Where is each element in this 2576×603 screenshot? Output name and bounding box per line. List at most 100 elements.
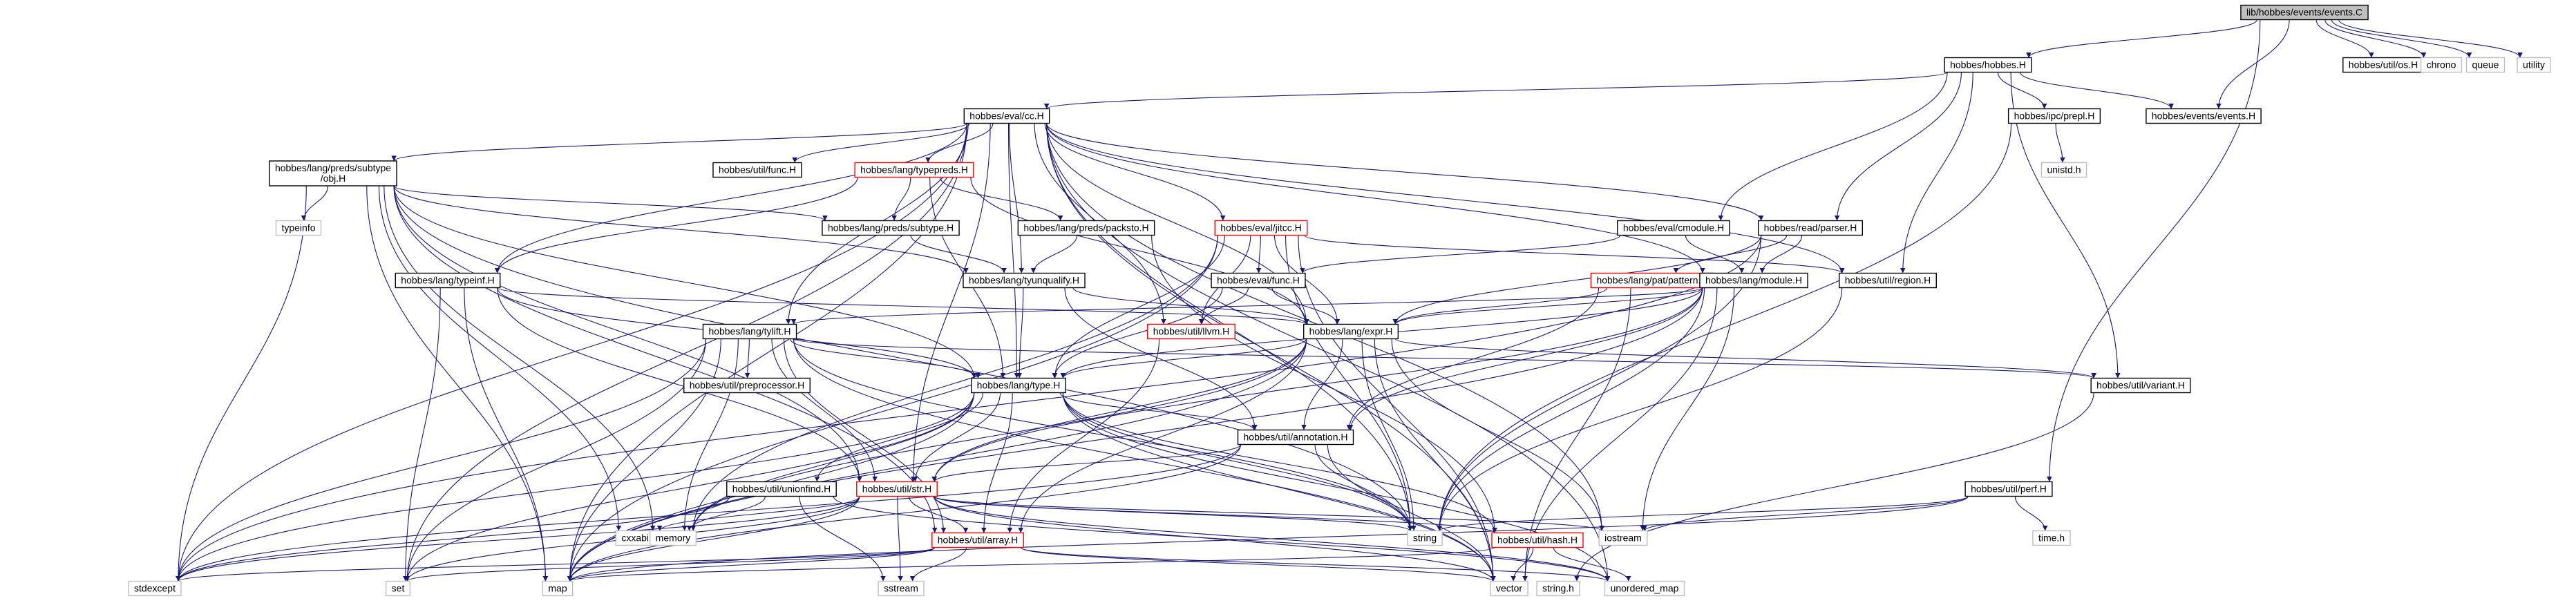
dependency-edge [1298, 235, 1496, 582]
graph-node[interactable]: hobbes/util/os.H [2342, 57, 2424, 73]
dependency-edge [1510, 547, 1534, 582]
graph-node[interactable]: hobbes/eval/cc.H [963, 108, 1050, 124]
dependency-edge [2338, 19, 2523, 58]
graph-node: memory [650, 530, 697, 546]
dependency-edge [2020, 72, 2174, 109]
dependency-edge [814, 392, 984, 482]
dependency-edge [891, 177, 911, 221]
dependency-edge [497, 287, 1309, 325]
graph-node[interactable]: hobbes/lang/module.H [1699, 272, 1808, 289]
graph-node: unordered_map [1604, 580, 1685, 597]
graph-node[interactable]: hobbes/lang/typepreds.H [854, 162, 974, 178]
graph-node[interactable]: hobbes/util/array.H [931, 532, 1024, 548]
dependency-edge [567, 338, 1307, 582]
node-box [269, 160, 397, 186]
dependency-edge [567, 287, 1703, 582]
dependency-edge [1256, 235, 1262, 274]
dependency-edge [1062, 392, 1413, 531]
graph-node[interactable]: hobbes/lang/preds/packsto.H [1017, 220, 1155, 236]
graph-node[interactable]: hobbes/util/str.H [856, 481, 938, 497]
dependency-edge [567, 547, 936, 582]
node-box [2420, 57, 2463, 73]
dependency-edge [792, 123, 970, 163]
dependency-edge [1059, 392, 1257, 430]
node-box [650, 530, 697, 546]
dependency-edge [2216, 19, 2290, 109]
node-label: hobbes/lang/module.H [1705, 275, 1802, 286]
graph-node[interactable]: hobbes/util/perf.H [1964, 481, 2053, 497]
dependency-edge [1046, 123, 1764, 221]
dependency-edge [981, 392, 1013, 533]
node-label: stdexcept [134, 583, 176, 594]
node-box [970, 377, 1067, 394]
graph-node[interactable]: hobbes/events/events.H [2146, 108, 2262, 124]
node-label: hobbes/hobbes.H [1950, 59, 2026, 70]
dependency-edge [1030, 235, 1078, 274]
node-box [712, 162, 802, 178]
graph-node[interactable]: hobbes/util/llvm.H [1147, 323, 1235, 340]
node-box [275, 220, 322, 236]
dependency-edge [793, 338, 1496, 582]
dependency-edge [1008, 123, 1020, 379]
dependency-edge [404, 547, 936, 582]
graph-node[interactable]: lib/hobbes/events/events.C [2240, 4, 2369, 21]
dependency-edge [1020, 547, 1611, 582]
dependency-edge [1052, 287, 1223, 379]
graph-node[interactable]: hobbes/util/region.H [1839, 272, 1937, 289]
graph-node[interactable]: hobbes/util/variant.H [2090, 377, 2191, 394]
dependency-edge [931, 287, 1703, 482]
graph-node[interactable]: hobbes/util/hash.H [1491, 532, 1584, 548]
dependency-edge [931, 444, 1242, 482]
graph-node[interactable]: hobbes/ipc/prepl.H [2007, 108, 2101, 124]
graph-node[interactable]: hobbes/lang/preds/subtype/obj.H [269, 160, 397, 186]
graph-node[interactable]: hobbes/util/unionfind.H [726, 481, 837, 497]
dependency-edge [494, 177, 858, 274]
dependency-edge [911, 123, 991, 482]
graph-node[interactable]: hobbes/eval/jitcc.H [1214, 220, 1308, 236]
graph-node: map [542, 580, 574, 597]
graph-node[interactable]: hobbes/lang/type.H [970, 377, 1067, 394]
graph-node: string.h [1536, 580, 1580, 597]
dependency-edge [567, 547, 1495, 582]
graph-node[interactable]: hobbes/read/parser.H [1757, 220, 1864, 236]
graph-node[interactable]: hobbes/eval/func.H [1211, 272, 1306, 289]
dependency-edge [2010, 72, 2121, 379]
node-label: hobbes/util/annotation.H [1244, 432, 1348, 443]
dependency-edge [1062, 392, 1496, 582]
dependency-edge [567, 496, 1969, 582]
graph-node[interactable]: hobbes/lang/typeinf.H [395, 272, 501, 289]
node-label: set [392, 583, 405, 594]
dependency-edge [176, 444, 1242, 582]
graph-node[interactable]: hobbes/hobbes.H [1944, 57, 2032, 73]
dependency-edge [1437, 123, 2012, 531]
graph-node[interactable]: hobbes/lang/tylift.H [702, 323, 797, 340]
node-label: hobbes/util/array.H [938, 535, 1018, 546]
node-label: hobbes/eval/cmodule.H [1623, 222, 1724, 233]
graph-node[interactable]: hobbes/lang/expr.H [1303, 323, 1399, 340]
graph-node[interactable]: hobbes/util/annotation.H [1237, 429, 1354, 446]
node-box [1491, 532, 1584, 548]
dependency-edge [1574, 392, 2094, 582]
graph-node[interactable]: hobbes/util/preprocessor.H [683, 377, 811, 394]
node-box [128, 580, 182, 597]
dependency-edge [1640, 287, 1735, 531]
graph-node[interactable]: hobbes/util/func.H [712, 162, 802, 178]
dependency-edge [1046, 123, 1309, 325]
dependency-edge [391, 123, 967, 162]
node-label: unistd.h [2047, 164, 2081, 175]
dependency-edge [1685, 235, 1745, 274]
node-label: hobbes/util/hash.H [1497, 535, 1578, 546]
dependency-edge [1046, 123, 1845, 274]
graph-node[interactable]: hobbes/lang/pat/pattern.H [1590, 272, 1714, 289]
graph-node[interactable]: hobbes/eval/cmodule.H [1617, 220, 1730, 236]
dependency-edge [2047, 19, 2261, 482]
dependency-edge [934, 496, 1496, 582]
dependency-edge [1198, 287, 1249, 325]
node-label: unordered_map [1611, 583, 1679, 594]
graph-node[interactable]: hobbes/lang/tyunqualify.H [963, 272, 1086, 289]
graph-node[interactable]: hobbes/lang/preds/subtype.H [822, 220, 960, 236]
node-box [2090, 377, 2191, 394]
dependency-edge [1392, 287, 1608, 325]
dependency-edge [690, 235, 1218, 531]
node-box [1214, 220, 1308, 236]
